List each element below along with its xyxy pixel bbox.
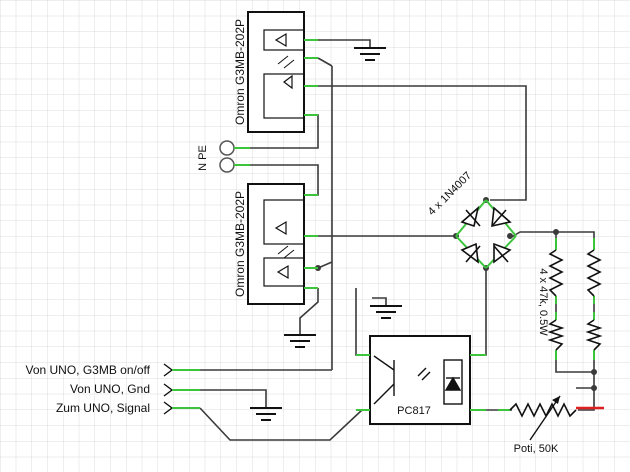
input-connectors <box>163 363 200 415</box>
relay-top-label: Omron G3MB-202P <box>233 19 247 125</box>
pot-label: Poti, 50K <box>514 443 559 455</box>
input-label-gnd: Von UNO, Gnd <box>70 382 150 396</box>
resistors-label: 4 x 47k, 0.5W <box>537 268 549 336</box>
relay-top: Omron G3MB-202P <box>233 11 318 133</box>
potentiometer: Poti, 50K <box>498 387 604 455</box>
mains-terminals: N PE <box>197 140 250 173</box>
mains-label: N PE <box>197 145 209 171</box>
resistor-chain <box>547 238 603 360</box>
input-label-signal: Zum UNO, Signal <box>56 401 150 415</box>
relay-bottom: Omron G3MB-202P <box>233 183 318 305</box>
ground-symbols <box>250 47 402 421</box>
bridge-rectifier <box>455 199 517 269</box>
input-label-g3mb: Von UNO, G3MB on/off <box>25 363 150 377</box>
relay-bottom-label: Omron G3MB-202P <box>233 191 247 297</box>
optocoupler-label: PC817 <box>397 405 431 417</box>
optocoupler: PC817 <box>356 335 486 425</box>
